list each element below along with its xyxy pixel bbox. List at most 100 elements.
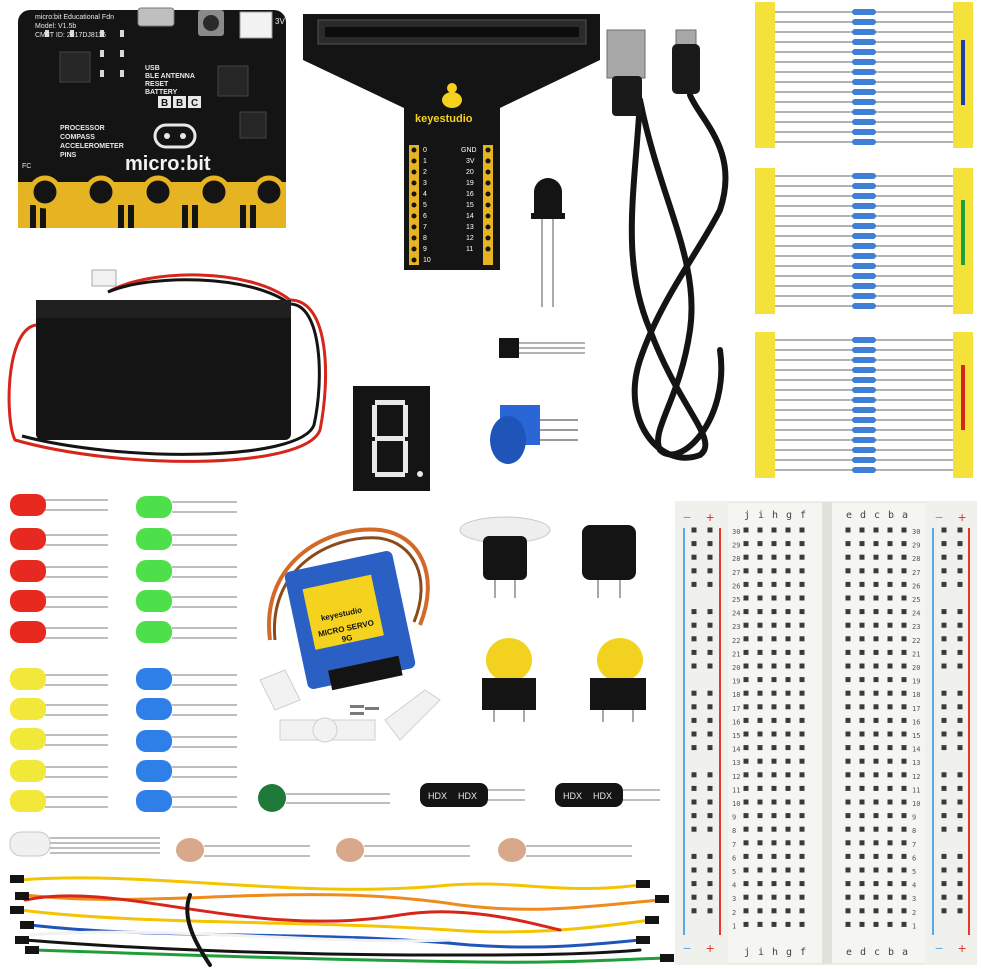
breadboard-hole	[785, 568, 791, 574]
rail-hole	[707, 717, 713, 723]
tboard-pin-label: 4	[423, 191, 427, 198]
breadboard-hole	[845, 745, 851, 751]
row-number: 7	[912, 841, 916, 849]
rail-hole	[941, 554, 947, 560]
rail-hole	[941, 908, 947, 914]
breadboard-hole	[887, 636, 893, 642]
breadboard-hole	[785, 717, 791, 723]
breadboard-hole	[757, 636, 763, 642]
breadboard-hole	[887, 554, 893, 560]
breadboard-hole	[845, 772, 851, 778]
row-number: 13	[912, 759, 920, 767]
row-number: 20	[732, 664, 740, 672]
rail-hole	[707, 704, 713, 710]
rail-hole	[707, 826, 713, 832]
tboard-pin-label: GND	[461, 147, 477, 154]
breadboard-hole	[785, 881, 791, 887]
rail-hole	[941, 867, 947, 873]
breadboard-hole	[873, 772, 879, 778]
breadboard-hole	[873, 581, 879, 587]
breadboard-hole	[859, 813, 865, 819]
breadboard-hole	[743, 622, 749, 628]
row-number: 21	[912, 650, 920, 658]
rail-hole	[957, 649, 963, 655]
breadboard-hole	[873, 649, 879, 655]
breadboard-hole	[743, 881, 749, 887]
breadboard-hole	[757, 581, 763, 587]
resistor-strip-red	[755, 332, 973, 478]
column-letter: d	[860, 947, 866, 958]
rail-hole	[957, 622, 963, 628]
breadboard-hole	[771, 609, 777, 615]
breadboard-hole	[859, 731, 865, 737]
usb-cable	[628, 92, 729, 461]
rail-hole	[707, 745, 713, 751]
tboard-pin-label: 5	[423, 202, 427, 209]
breadboard-hole	[771, 636, 777, 642]
breadboard-hole	[799, 826, 805, 832]
label-accelerometer: ACCELEROMETER	[60, 143, 124, 150]
breadboard-hole	[845, 921, 851, 927]
column-letter: j	[744, 510, 750, 521]
breadboard-hole	[799, 813, 805, 819]
microbit-brand: micro:bit	[125, 153, 211, 175]
rail-plus: +	[706, 940, 714, 956]
rail-hole	[691, 690, 697, 696]
breadboard-hole	[757, 609, 763, 615]
rail-hole	[941, 636, 947, 642]
rail-hole	[941, 731, 947, 737]
rail-hole	[707, 799, 713, 805]
microbit-header-line: Model: V1.5b	[35, 23, 76, 30]
breadboard-hole	[873, 554, 879, 560]
row-number: 24	[732, 610, 740, 618]
breadboard-hole	[743, 921, 749, 927]
breadboard-hole	[845, 595, 851, 601]
breadboard-hole	[757, 677, 763, 683]
ir-receiver-led	[531, 178, 565, 307]
rail-hole	[941, 894, 947, 900]
column-letter: b	[888, 510, 894, 521]
breadboard-hole	[901, 772, 907, 778]
rail-hole	[941, 799, 947, 805]
breadboard-hole	[845, 826, 851, 832]
row-number: 6	[732, 854, 736, 862]
row-number: 11	[732, 786, 740, 794]
breadboard-hole	[785, 541, 791, 547]
breadboard-hole	[771, 595, 777, 601]
rail-hole	[691, 649, 697, 655]
breadboard-hole	[859, 581, 865, 587]
rail-hole	[691, 717, 697, 723]
breadboard-hole	[887, 595, 893, 601]
rail-hole	[707, 731, 713, 737]
digit-eight-icon	[372, 400, 423, 477]
row-number: 18	[912, 691, 920, 699]
breadboard-hole	[887, 921, 893, 927]
row-number: 25	[912, 596, 920, 604]
breadboard-hole	[799, 622, 805, 628]
breadboard-hole	[799, 595, 805, 601]
rail-hole	[707, 622, 713, 628]
breadboard-hole	[845, 731, 851, 737]
breadboard-hole	[743, 609, 749, 615]
breadboard-hole	[757, 758, 763, 764]
breadboard-hole	[887, 894, 893, 900]
breadboard-hole	[859, 717, 865, 723]
breadboard-hole	[771, 649, 777, 655]
breadboard-hole	[901, 785, 907, 791]
microbit-header-line: CMIIT ID: 2017DJ8116	[35, 32, 106, 39]
rail-hole	[941, 772, 947, 778]
breadboard-hole	[799, 663, 805, 669]
tboard-pin-label: 15	[466, 202, 474, 209]
rail-hole	[691, 554, 697, 560]
usb-a-plug-icon	[606, 29, 646, 116]
breadboard-holes	[691, 527, 963, 927]
breadboard-hole	[757, 731, 763, 737]
breadboard-hole	[887, 677, 893, 683]
rail-hole	[691, 867, 697, 873]
breadboard-hole	[859, 908, 865, 914]
breadboard-hole	[873, 921, 879, 927]
breadboard-hole	[743, 772, 749, 778]
breadboard-hole	[743, 636, 749, 642]
row-number: 3	[912, 895, 916, 903]
breadboard-hole	[901, 704, 907, 710]
